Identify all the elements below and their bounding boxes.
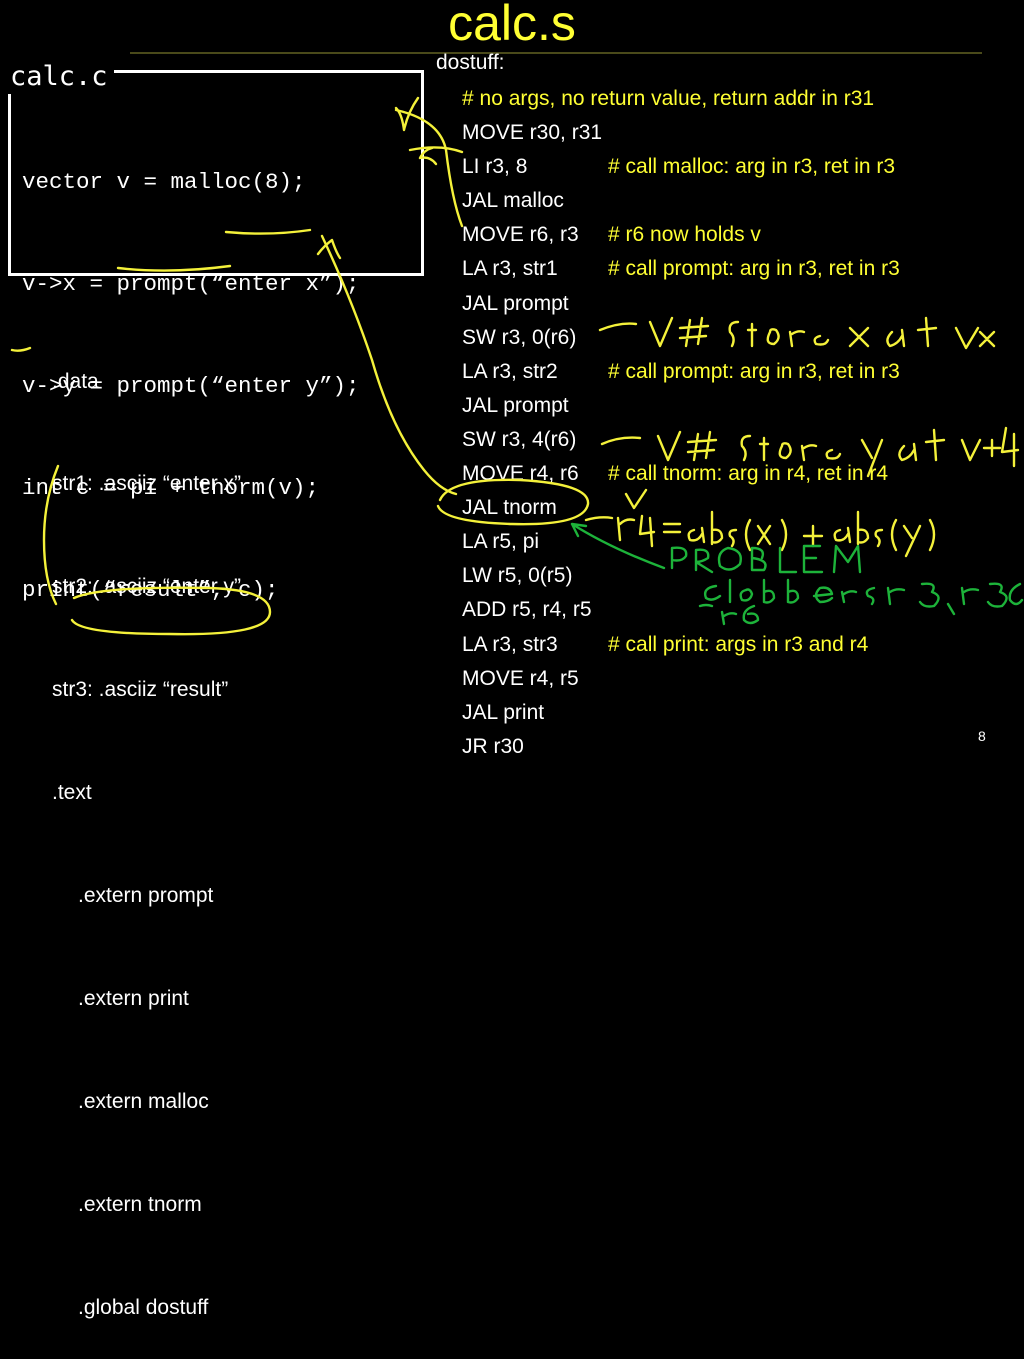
asm-row: LA r3, str3 # call print: args in r3 and … xyxy=(462,628,874,662)
asm-code: LA r5, pi xyxy=(462,530,540,554)
asm-code: SW r3, 0(r6) xyxy=(462,325,577,349)
ink-note-r3-r30 xyxy=(886,582,1024,616)
calc-c-label: calc.c xyxy=(4,60,114,94)
asm-code: MOVE r30, r31 xyxy=(462,121,603,145)
assembly-listing: # no args, no return value, return addr … xyxy=(462,82,900,764)
asm-comment: # call prompt: arg in r3, ret in r3 xyxy=(608,359,900,383)
data-line: str3: .asciiz “result” xyxy=(52,678,229,702)
asm-code: MOVE r6, r3 xyxy=(462,223,579,247)
data-line: str1: .asciiz “enter x” xyxy=(52,472,242,496)
asm-comment: # call prompt: arg in r3, ret in r3 xyxy=(608,257,900,281)
asm-comment: # r6 now holds v xyxy=(608,223,761,247)
c-line: vector v = malloc(8); xyxy=(22,169,306,195)
asm-row: LI r3, 8 # call malloc: arg in r3, ret in… xyxy=(462,150,895,184)
asm-row: LA r3, str1 # call prompt: arg in r3, ret… xyxy=(462,252,900,286)
asm-code: SW r3, 4(r6) xyxy=(462,427,577,451)
asm-row: JAL malloc xyxy=(462,184,874,218)
asm-code: LA r3, str3 xyxy=(462,632,558,656)
asm-comment: # call print: args in r3 and r4 xyxy=(608,632,869,656)
asm-code: LW r5, 0(r5) xyxy=(462,564,573,588)
extern-line: .extern malloc xyxy=(78,1089,209,1113)
asm-row: MOVE r4, r5 xyxy=(462,662,874,696)
asm-row: LA r3, str2 # call prompt: arg in r3, ret… xyxy=(462,355,900,389)
asm-row: JAL print xyxy=(462,696,874,730)
asm-row: LA r5, pi xyxy=(462,525,874,559)
asm-code: MOVE r4, r6 xyxy=(462,462,579,486)
asm-code: JAL print xyxy=(462,700,545,724)
data-line: str2: .asciiz “enter y” xyxy=(52,575,242,599)
c-line: int c = pi + tnorm(v); xyxy=(22,475,320,501)
asm-row: # no args, no return value, return addr … xyxy=(462,82,874,116)
slide-title: calc.s xyxy=(448,0,576,51)
extern-line: .extern print xyxy=(78,986,189,1010)
asm-row: MOVE r30, r31 xyxy=(462,116,874,150)
data-line: .data xyxy=(52,369,99,393)
dostuff-label: dostuff: xyxy=(436,51,505,74)
asm-code: JAL prompt xyxy=(462,291,569,315)
asm-code: ADD r5, r4, r5 xyxy=(462,598,592,622)
asm-row: SW r3, 4(r6) xyxy=(462,423,874,457)
asm-row: ADD r5, r4, r5 xyxy=(462,593,874,627)
title-divider xyxy=(130,52,982,54)
asm-row: MOVE r4, r6 # call tnorm: arg in r4, ret … xyxy=(462,457,888,491)
page-number: 8 xyxy=(978,728,986,744)
asm-code: JAL prompt xyxy=(462,393,569,417)
extern-line: .extern tnorm xyxy=(78,1192,202,1216)
asm-row: MOVE r6, r3 # r6 now holds v xyxy=(462,218,874,252)
global-line: .global dostuff xyxy=(78,1295,209,1319)
asm-row: JAL tnorm xyxy=(462,491,874,525)
asm-code: LA r3, str2 xyxy=(462,359,558,383)
asm-code: JR r30 xyxy=(462,734,524,758)
asm-comment: # call tnorm: arg in r4, ret in r4 xyxy=(608,462,889,486)
asm-row: JAL prompt xyxy=(462,389,874,423)
asm-row: JAL prompt xyxy=(462,287,874,321)
asm-code: LI r3, 8 xyxy=(462,155,528,179)
asm-row: SW r3, 0(r6) xyxy=(462,321,874,355)
asm-code: JAL tnorm xyxy=(462,496,557,520)
asm-code: MOVE r4, r5 xyxy=(462,666,579,690)
c-line: v->x = prompt(“enter x”); xyxy=(22,271,360,297)
data-line: .text xyxy=(52,781,92,805)
extern-line: .extern prompt xyxy=(78,884,214,908)
asm-comment: # no args, no return value, return addr … xyxy=(462,87,875,110)
asm-code: JAL malloc xyxy=(462,189,564,213)
asm-comment: # call malloc: arg in r3, ret in r3 xyxy=(608,155,896,179)
data-section: .data str1: .asciiz “enter x” str2: .asc… xyxy=(52,296,241,1359)
asm-code: LA r3, str1 xyxy=(462,257,558,281)
asm-row: JR r30 xyxy=(462,730,874,764)
asm-row: LW r5, 0(r5) xyxy=(462,559,874,593)
